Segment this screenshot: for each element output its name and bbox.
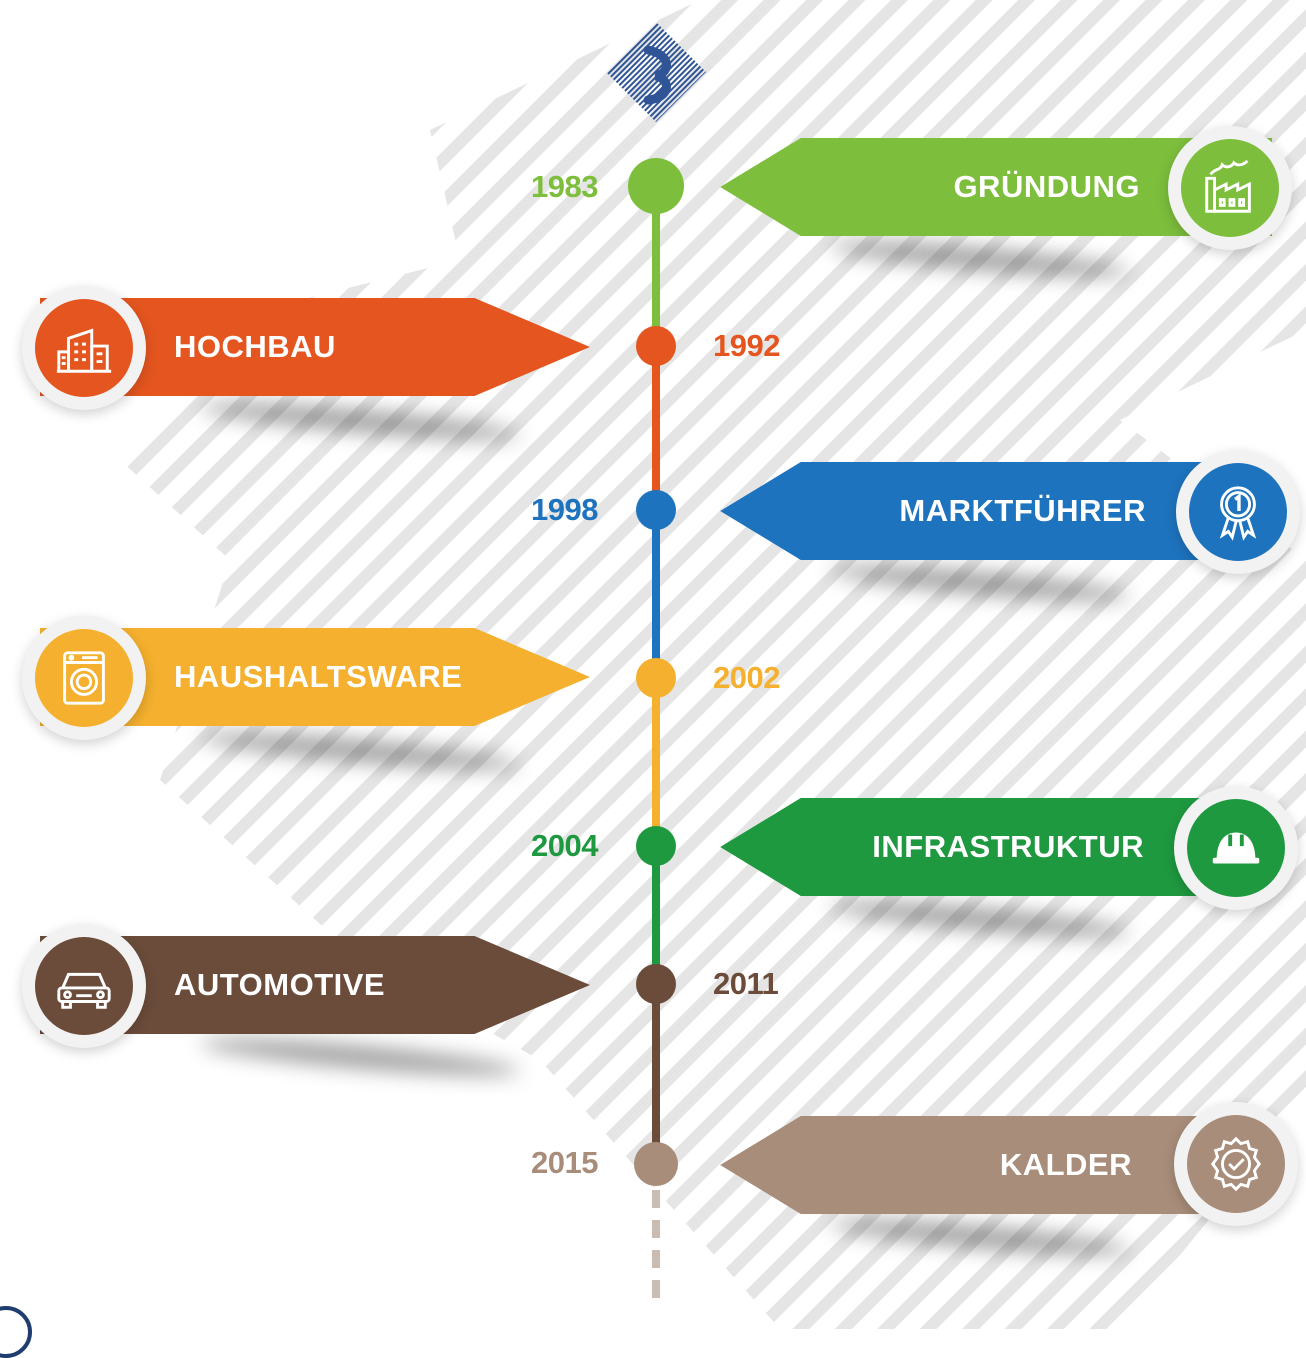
- car-icon: [57, 972, 111, 1009]
- banner-label-gruendung: GRÜNDUNG: [953, 169, 1140, 204]
- company-logo: [606, 22, 706, 122]
- banner-label-automotive: AUTOMOTIVE: [174, 967, 386, 1002]
- badge-automotive: [22, 924, 146, 1048]
- buildings-icon: [56, 328, 112, 373]
- badge-infrastruktur: [1174, 786, 1298, 910]
- hard-hat-icon: [1212, 832, 1260, 864]
- banner-label-hochbau: HOCHBAU: [174, 329, 336, 364]
- year-1992: 1992: [713, 328, 780, 363]
- timeline-segment-2011: [652, 984, 660, 1164]
- check-seal-icon: [1210, 1136, 1262, 1192]
- timeline-node-2011: [636, 964, 676, 1004]
- banner-shadow: [829, 234, 1131, 284]
- timeline-segment-2002: [652, 678, 660, 846]
- badge-marktfuehrer: [1176, 450, 1300, 574]
- award-ribbon-icon: [1219, 486, 1257, 541]
- timeline-node-2004: [636, 826, 676, 866]
- timeline-dashed-continuation: [652, 1190, 660, 1300]
- year-1998: 1998: [531, 492, 598, 527]
- badge-haushaltsware: [22, 616, 146, 740]
- timeline-node-2002: [636, 658, 676, 698]
- banner-shadow: [199, 726, 521, 776]
- banner-shadow: [199, 1032, 521, 1082]
- year-2002: 2002: [713, 660, 780, 695]
- timeline-node-1983: [628, 158, 684, 214]
- timeline-node-2015: [634, 1142, 678, 1186]
- factory-icon: [1205, 159, 1251, 213]
- timeline-node-1992: [636, 326, 676, 366]
- timeline-node-1998: [636, 490, 676, 530]
- banner-shadow: [829, 1212, 1131, 1262]
- badge-kalder: [1174, 1102, 1298, 1226]
- banner-shadow: [829, 558, 1131, 608]
- banner-label-infrastruktur: INFRASTRUKTUR: [872, 829, 1144, 864]
- badge-gruendung: [1168, 126, 1292, 250]
- banner-shadow: [199, 396, 521, 446]
- year-2004: 2004: [531, 828, 598, 863]
- banner-label-kalder: KALDER: [999, 1147, 1132, 1182]
- year-2011: 2011: [713, 966, 779, 1001]
- washing-machine-icon: [63, 651, 105, 705]
- timeline-segment-1998: [652, 510, 660, 678]
- corner-decoration: [0, 1306, 32, 1358]
- timeline-segment-1992: [652, 346, 660, 510]
- banner-label-marktfuehrer: MARKTFÜHRER: [899, 493, 1146, 528]
- year-1983: 1983: [531, 169, 598, 204]
- banner-shadow: [829, 894, 1131, 944]
- year-2015: 2015: [531, 1145, 598, 1180]
- badge-hochbau: [22, 286, 146, 410]
- banner-label-haushaltsware: HAUSHALTSWARE: [174, 659, 463, 694]
